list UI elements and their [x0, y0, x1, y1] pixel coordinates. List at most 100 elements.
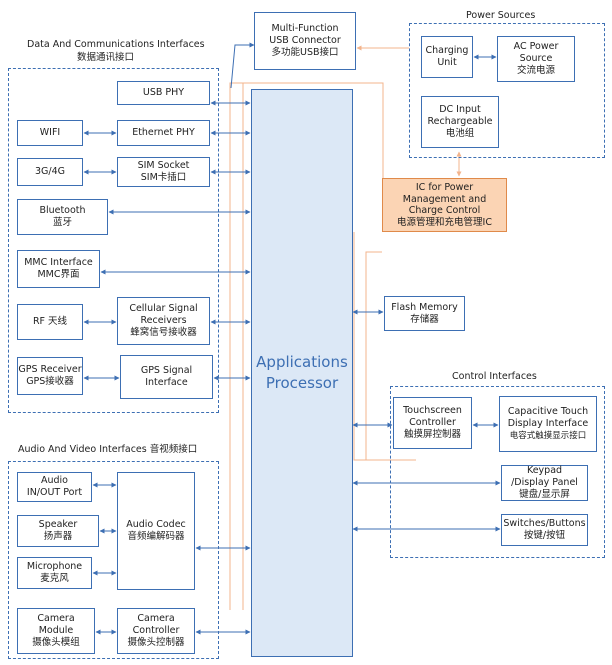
- microphone: Microphone 麦克风: [17, 557, 92, 589]
- audio-in-out-port: Audio IN/OUT Port: [17, 472, 92, 502]
- camera-controller-line2: Controller: [132, 625, 180, 636]
- power-sources-title: Power Sources: [466, 10, 536, 21]
- bluetooth-line1: Bluetooth: [39, 205, 86, 216]
- ac-power-source: AC Power Source 交流电源: [497, 36, 575, 82]
- keypad-line1: Keypad: [526, 465, 563, 476]
- camera-module: Camera Module 摄像头模组: [17, 608, 95, 654]
- 3g-4g: 3G/4G: [17, 158, 83, 186]
- 3g-4g-label: 3G/4G: [34, 166, 65, 177]
- touch-controller-line1: Touchscreen: [403, 405, 462, 416]
- touch-controller-line2: Controller: [409, 417, 456, 428]
- dc-input-line1: DC Input: [439, 104, 481, 115]
- av-interfaces-title: Audio And Video Interfaces 音视频接口: [18, 444, 198, 455]
- speaker-line1: Speaker: [38, 519, 78, 530]
- pmic-line3: Charge Control: [408, 205, 481, 216]
- ethernet-phy: Ethernet PHY: [117, 120, 210, 146]
- usb-phy-label: USB PHY: [142, 87, 185, 98]
- speaker-line2: 扬声器: [43, 531, 73, 542]
- capacitive-touch-display: Capacitive Touch Display Interface 电容式触摸…: [499, 396, 597, 452]
- data-comm-title-en: Data And Communications Interfaces: [27, 39, 205, 50]
- gps-receiver-line2: GPS接收器: [26, 376, 74, 387]
- gps-receiver: GPS Receiver GPS接收器: [17, 357, 83, 395]
- ac-power-line1: AC Power: [513, 41, 559, 52]
- sim-socket-line1: SIM Socket: [137, 160, 190, 171]
- cellular-line1: Cellular Signal: [129, 303, 198, 314]
- charging-unit-line1: Charging: [425, 45, 469, 56]
- rf-label: RF 天线: [32, 316, 68, 327]
- pmic-line4: 电源管理和充电管理IC: [397, 216, 492, 228]
- rf-antenna: RF 天线: [17, 304, 83, 340]
- camera-controller: Camera Controller 摄像头控制器: [117, 608, 195, 654]
- signal-lines: [83, 42, 501, 635]
- gps-signal-line2: Interface: [145, 377, 188, 388]
- charging-unit-line2: Unit: [437, 57, 457, 68]
- keypad-display-panel: Keypad /Display Panel 键盘/显示屏: [501, 465, 588, 501]
- processor-line1: Applications: [256, 353, 348, 371]
- touch-controller-line3: 触摸屏控制器: [403, 429, 461, 440]
- cellular-receivers: Cellular Signal Receivers 蜂窝信号接收器: [117, 297, 210, 345]
- camera-module-line3: 摄像头模组: [32, 637, 80, 648]
- camera-controller-line3: 摄像头控制器: [127, 637, 185, 648]
- wifi: WIFI: [17, 120, 83, 146]
- bluetooth: Bluetooth 蓝牙: [17, 199, 108, 235]
- ethernet-phy-label: Ethernet PHY: [132, 127, 195, 138]
- switches-line1: Switches/Buttons: [503, 518, 586, 529]
- usb-connector-line1: Multi-Function: [271, 23, 339, 34]
- flash-memory: Flash Memory 存储器: [384, 296, 465, 331]
- codec-line1: Audio Codec: [126, 519, 186, 530]
- mmc-interface: MMC Interface MMC界面: [17, 250, 100, 288]
- cellular-line3: 蜂窝信号接收器: [130, 327, 197, 338]
- usb-connector-line3: 多功能USB接口: [271, 47, 339, 58]
- gps-signal-line1: GPS Signal: [140, 365, 193, 376]
- audio-port-line1: Audio: [40, 475, 68, 486]
- flash-line1: Flash Memory: [391, 301, 458, 313]
- switches-line2: 按键/按钮: [523, 530, 566, 541]
- pmic-line1: IC for Power: [415, 182, 474, 193]
- control-interfaces-title: Control Interfaces: [452, 371, 537, 382]
- gps-receiver-line1: GPS Receiver: [18, 364, 82, 375]
- capacitive-line1: Capacitive Touch: [507, 406, 589, 417]
- av-interfaces-group: [8, 461, 219, 659]
- touchscreen-controller: Touchscreen Controller 触摸屏控制器: [393, 397, 472, 449]
- ac-power-line2: Source: [519, 53, 553, 64]
- keypad-line2: /Display Panel: [511, 477, 578, 488]
- microphone-line1: Microphone: [26, 561, 83, 572]
- data-comm-group: [8, 68, 219, 413]
- sim-socket-line2: SIM卡插口: [140, 172, 187, 183]
- microphone-line2: 麦克风: [40, 573, 69, 584]
- dc-input-line2: Rechargeable: [427, 116, 493, 127]
- capacitive-line2: Display Interface: [507, 418, 589, 429]
- usb-connector-line2: USB Connector: [269, 35, 341, 46]
- gps-signal-interface: GPS Signal Interface: [120, 355, 213, 399]
- mmc-line2: MMC界面: [37, 269, 80, 280]
- codec-line2: 音频编解码器: [127, 531, 185, 542]
- speaker: Speaker 扬声器: [17, 515, 99, 547]
- applications-processor: Applications Processor: [251, 89, 353, 657]
- audio-port-line2: IN/OUT Port: [26, 487, 83, 498]
- pmic-line2: Management and: [402, 193, 487, 205]
- switches-buttons: Switches/Buttons 按键/按钮: [501, 514, 588, 546]
- dc-input-battery: DC Input Rechargeable 电池组: [421, 96, 499, 148]
- power-sources-group: [409, 23, 605, 158]
- flash-line2: 存储器: [410, 313, 439, 325]
- data-comm-title-cn: 数据通讯接口: [77, 52, 135, 63]
- camera-module-line2: Module: [38, 625, 74, 636]
- control-interfaces-group: [390, 386, 605, 558]
- sim-socket: SIM Socket SIM卡插口: [117, 157, 210, 187]
- camera-module-line1: Camera: [37, 613, 75, 624]
- mmc-line1: MMC Interface: [24, 257, 93, 268]
- camera-controller-line1: Camera: [137, 613, 175, 624]
- capacitive-line3: 电容式触摸显示接口: [509, 431, 587, 441]
- cellular-line2: Receivers: [140, 315, 187, 326]
- keypad-line3: 键盘/显示屏: [519, 489, 570, 500]
- power-management-ic: IC for Power Management and Charge Contr…: [382, 178, 507, 232]
- usb-connector: Multi-Function USB Connector 多功能USB接口: [254, 12, 356, 70]
- dc-input-line3: 电池组: [445, 128, 475, 139]
- wifi-label: WIFI: [39, 127, 61, 138]
- usb-phy: USB PHY: [117, 81, 210, 105]
- audio-codec: Audio Codec 音频编解码器: [117, 472, 195, 590]
- bluetooth-line2: 蓝牙: [52, 217, 72, 228]
